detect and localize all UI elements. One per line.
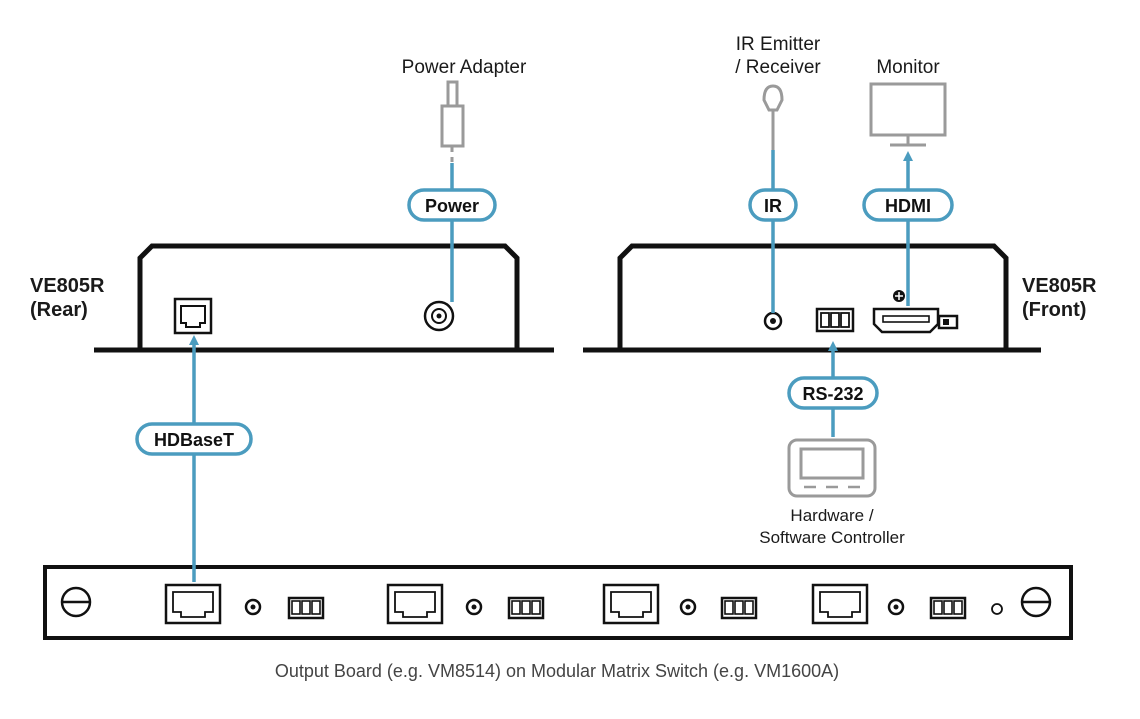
rs232-connection-label: RS-232	[787, 376, 879, 410]
ve805r-front-unit	[583, 243, 1041, 353]
ir-emitter-icon	[762, 84, 784, 150]
ir-emitter-label-line2: / Receiver	[735, 57, 821, 78]
rear-device-name: VE805R	[30, 275, 105, 297]
board-rj45-port-1	[164, 583, 222, 625]
power-connection-label: Power	[407, 188, 497, 222]
rear-rj45-port	[173, 297, 213, 335]
board-rj45-port-2	[386, 583, 444, 625]
hdbaset-connection-label: HDBaseT	[135, 422, 253, 456]
diagram-caption: Output Board (e.g. VM8514) on Modular Ma…	[275, 661, 839, 681]
board-ir-jack-4	[887, 598, 905, 616]
ir-emitter-label-line1: IR Emitter	[736, 34, 821, 55]
svg-text:Power: Power	[425, 196, 479, 216]
front-hdmi-port	[872, 307, 940, 334]
svg-text:HDBaseT: HDBaseT	[154, 430, 234, 450]
output-board	[43, 565, 1073, 640]
ve805r-rear-unit	[94, 243, 554, 353]
svg-text:HDMI: HDMI	[885, 196, 931, 216]
front-rs232-terminal	[815, 307, 855, 333]
board-terminal-1	[287, 596, 325, 620]
front-ir-jack	[763, 311, 783, 331]
board-terminal-3	[720, 596, 758, 620]
board-rj45-port-4	[811, 583, 869, 625]
front-switch	[937, 314, 959, 330]
board-left-screw-icon	[60, 586, 92, 618]
svg-text:RS-232: RS-232	[802, 384, 863, 404]
controller-label-line1: Hardware /	[790, 506, 873, 525]
monitor-icon	[869, 82, 947, 147]
svg-text:IR: IR	[764, 196, 782, 216]
rear-device-side: (Rear)	[30, 299, 88, 321]
front-device-name: VE805R	[1022, 275, 1097, 297]
board-ir-jack-2	[465, 598, 483, 616]
front-hdmi-screw-icon	[893, 290, 905, 302]
board-led-indicator	[991, 603, 1003, 615]
board-terminal-4	[929, 596, 967, 620]
rear-dc-power-jack	[423, 300, 455, 332]
power-adapter-label: Power Adapter	[402, 57, 527, 78]
monitor-label: Monitor	[876, 57, 940, 78]
ir-connection-label: IR	[748, 188, 798, 222]
board-ir-jack-1	[244, 598, 262, 616]
board-right-screw-icon	[1020, 586, 1052, 618]
board-ir-jack-3	[679, 598, 697, 616]
power-adapter-icon	[440, 80, 465, 162]
board-terminal-2	[507, 596, 545, 620]
hdmi-connection-label: HDMI	[862, 188, 954, 222]
controller-label-line2: Software Controller	[759, 528, 905, 547]
front-device-side: (Front)	[1022, 299, 1086, 321]
controller-icon	[787, 438, 877, 498]
board-rj45-port-3	[602, 583, 660, 625]
